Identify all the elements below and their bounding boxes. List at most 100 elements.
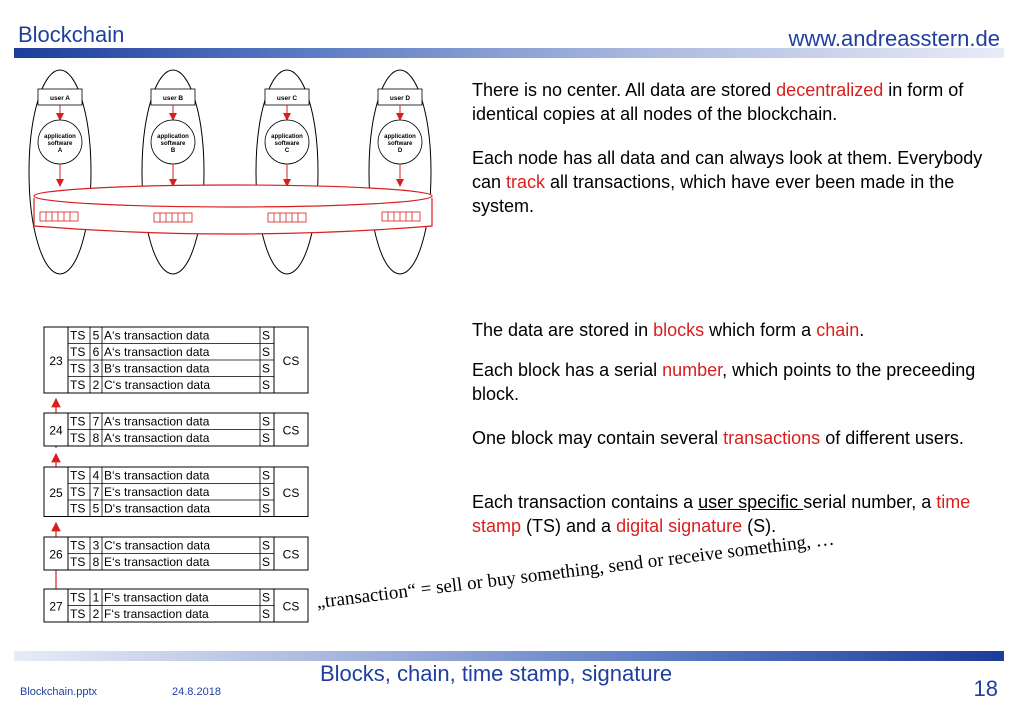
row-transaction-data: E‘s transaction data xyxy=(104,555,210,569)
footer-gradient-band xyxy=(14,651,1004,661)
row-transaction-data: F‘s transaction data xyxy=(104,591,209,605)
row-signature: S xyxy=(262,502,270,516)
footer-date: 24.8.2018 xyxy=(172,686,221,698)
app-label-d-2: software xyxy=(388,141,413,147)
app-label-b-2: software xyxy=(161,141,186,147)
app-label-a-3: A xyxy=(58,148,63,154)
row-timestamp: TS xyxy=(70,431,85,445)
row-transaction-data: D‘s transaction data xyxy=(104,502,210,516)
row-serial: 7 xyxy=(93,415,100,429)
row-timestamp: TS xyxy=(70,485,85,499)
page-number: 18 xyxy=(973,676,998,701)
user-label-c: user C xyxy=(277,95,298,102)
row-transaction-data: C‘s transaction data xyxy=(104,539,210,553)
row-transaction-data: E‘s transaction data xyxy=(104,485,210,499)
node-a: user A application software A xyxy=(37,88,83,187)
app-label-b-3: B xyxy=(171,148,176,154)
row-serial: 6 xyxy=(93,345,100,359)
row-serial: 4 xyxy=(93,469,100,483)
paragraph-decentralized: There is no center. All data are stored … xyxy=(472,80,964,124)
row-signature: S xyxy=(262,469,270,483)
app-label-d-1: application xyxy=(384,134,416,140)
ledger-copy-c-icon xyxy=(267,212,307,223)
row-timestamp: TS xyxy=(70,591,85,605)
header-gradient-band xyxy=(14,48,1004,58)
row-transaction-data: A‘s transaction data xyxy=(104,345,210,359)
row-signature: S xyxy=(262,431,270,445)
app-label-d-3: D xyxy=(398,148,403,154)
block-checksum: CS xyxy=(283,486,300,500)
row-serial: 8 xyxy=(93,555,100,569)
row-signature: S xyxy=(262,415,270,429)
row-signature: S xyxy=(262,539,270,553)
row-serial: 5 xyxy=(93,329,100,343)
row-transaction-data: A‘s transaction data xyxy=(104,329,210,343)
footer-filename: Blockchain.pptx xyxy=(20,686,98,698)
paragraph-signature: Each transaction contains a user specifi… xyxy=(472,492,971,536)
block-checksum: CS xyxy=(283,548,300,562)
ledger-copy-d-icon xyxy=(381,211,421,222)
block-checksum: CS xyxy=(283,424,300,438)
ledger-copy-b-icon xyxy=(153,212,193,223)
row-signature: S xyxy=(262,378,270,392)
ledger-copy-a-icon xyxy=(39,211,79,222)
transaction-definition-note: „transaction“ = sell or buy something, s… xyxy=(315,528,836,614)
slide-header-title: Blockchain xyxy=(18,22,125,47)
node-c: user C application software C xyxy=(264,88,310,187)
row-transaction-data: C‘s transaction data xyxy=(104,378,210,392)
paragraph-track: Each node has all data and can always lo… xyxy=(472,148,983,216)
row-transaction-data: A‘s transaction data xyxy=(104,431,210,445)
slide-footer-title: Blocks, chain, time stamp, signature xyxy=(320,661,673,686)
row-signature: S xyxy=(262,329,270,343)
app-label-c-1: application xyxy=(271,134,303,140)
app-label-b-1: application xyxy=(157,134,189,140)
block-number: 27 xyxy=(49,600,63,614)
slide-header-url: www.andreasstern.de xyxy=(788,26,1000,51)
row-serial: 3 xyxy=(93,539,100,553)
row-serial: 2 xyxy=(93,607,100,621)
row-signature: S xyxy=(262,591,270,605)
user-label-d: user D xyxy=(390,95,411,102)
row-timestamp: TS xyxy=(70,362,85,376)
node-b: user B application software B xyxy=(150,88,196,187)
row-timestamp: TS xyxy=(70,415,85,429)
row-timestamp: TS xyxy=(70,607,85,621)
row-timestamp: TS xyxy=(70,539,85,553)
row-transaction-data: F‘s transaction data xyxy=(104,607,209,621)
user-label-b: user B xyxy=(163,95,184,102)
app-label-c-2: software xyxy=(275,141,300,147)
block-number: 26 xyxy=(49,548,63,562)
row-transaction-data: B‘s transaction data xyxy=(104,469,210,483)
row-signature: S xyxy=(262,555,270,569)
row-signature: S xyxy=(262,607,270,621)
block-number: 25 xyxy=(49,486,63,500)
block-checksum: CS xyxy=(283,354,300,368)
block-number: 23 xyxy=(49,354,63,368)
row-serial: 5 xyxy=(93,502,100,516)
row-serial: 3 xyxy=(93,362,100,376)
block-checksum: CS xyxy=(283,600,300,614)
block-number: 24 xyxy=(49,424,63,438)
row-serial: 2 xyxy=(93,378,100,392)
row-serial: 8 xyxy=(93,431,100,445)
row-timestamp: TS xyxy=(70,469,85,483)
row-timestamp: TS xyxy=(70,502,85,516)
row-signature: S xyxy=(262,362,270,376)
row-timestamp: TS xyxy=(70,555,85,569)
row-serial: 7 xyxy=(93,485,100,499)
network-diagram: user A application software A user B app… xyxy=(28,69,433,275)
paragraph-serial-number: Each block has a serial number, which po… xyxy=(472,360,976,404)
shared-ledger-cylinder xyxy=(33,184,433,235)
user-label-a: user A xyxy=(50,95,70,102)
row-timestamp: TS xyxy=(70,329,85,343)
row-timestamp: TS xyxy=(70,378,85,392)
node-d: user D application software D xyxy=(377,88,423,187)
paragraph-blocks-chain: The data are stored in blocks which form… xyxy=(472,320,865,340)
